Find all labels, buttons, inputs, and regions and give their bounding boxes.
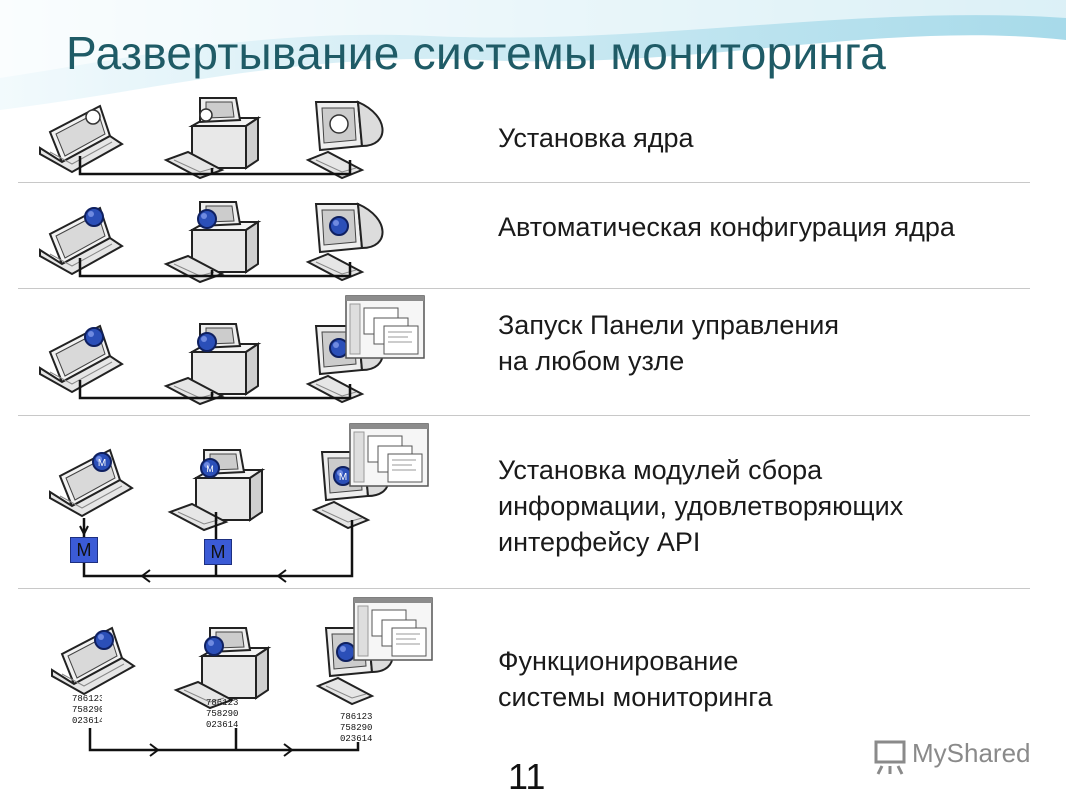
module-box: M xyxy=(70,537,98,563)
row-4-diagram: M M M xyxy=(49,423,429,583)
step-1-text: Установка ядра xyxy=(498,123,694,153)
step-4-text: Установка модулей сбора информации, удов… xyxy=(498,455,904,557)
row-divider xyxy=(18,588,1030,589)
step-3-text: Запуск Панели управления на любом узле xyxy=(498,310,840,376)
monitor-icon xyxy=(307,101,384,179)
slide-title: Развертывание системы мониторинга xyxy=(66,27,887,79)
row-divider xyxy=(18,415,1030,416)
row-5-diagram xyxy=(51,597,433,757)
svg-text:M: M xyxy=(206,464,214,474)
row-3-diagram xyxy=(39,295,425,405)
row-1-diagram xyxy=(39,97,384,179)
svg-text:M: M xyxy=(98,458,106,469)
module-box: M xyxy=(204,539,232,565)
row-2-diagram xyxy=(39,201,384,283)
control-panel-windows xyxy=(345,295,425,359)
step-5-text: Функционирование системы мониторинга xyxy=(498,646,773,712)
row-divider xyxy=(18,288,1030,289)
desktop-icon xyxy=(165,97,259,179)
step-2-text: Автоматическая конфигурация ядра xyxy=(498,212,955,242)
svg-text:M: M xyxy=(339,472,347,483)
page-number: 11 xyxy=(508,756,546,797)
watermark-logo-icon xyxy=(874,740,906,775)
row-divider xyxy=(18,182,1030,183)
watermark-text: MyShared xyxy=(912,738,1031,768)
